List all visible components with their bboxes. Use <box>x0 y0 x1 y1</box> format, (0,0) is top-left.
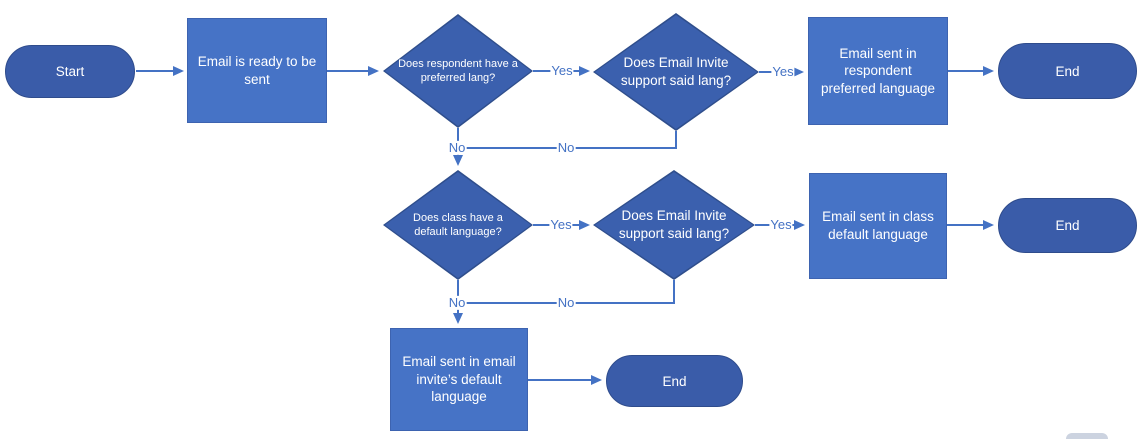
node-end-1-label: End <box>1055 63 1080 79</box>
flowchart-node-end-1: End <box>998 43 1137 99</box>
edge-label-no-invite-support-1: No <box>556 139 576 156</box>
edge-label-no-class-default: No <box>447 294 467 311</box>
connector-invite-support1-no <box>460 131 677 149</box>
connector-invite-support2-no <box>460 280 675 304</box>
node-email-ready-label: Email is ready to be sent <box>197 53 317 87</box>
node-invite-support-lang-2-label: Does Email Invite support said lang? <box>618 208 730 241</box>
flowchart-node-sent-respondent-pref: Email sent in respondent preferred langu… <box>808 17 948 125</box>
edge-label-no-invite-support-2: No <box>556 294 576 311</box>
edge-label-yes-respondent-pref: Yes <box>550 62 574 79</box>
node-sent-respondent-pref-label: Email sent in respondent preferred langu… <box>820 45 936 96</box>
flowchart-node-start: Start <box>5 45 135 98</box>
edge-label-yes-invite-support-2: Yes <box>769 216 793 233</box>
flowchart-node-invite-support-lang-2: Does Email Invite support said lang? <box>593 170 755 280</box>
flowchart-node-email-ready: Email is ready to be sent <box>187 18 327 123</box>
node-end-3-label: End <box>662 373 687 389</box>
node-invite-support-lang-1-label: Does Email Invite support said lang? <box>620 55 732 88</box>
edge-label-no-respondent-pref: No <box>447 139 467 156</box>
edge-label-yes-invite-support-1: Yes <box>771 63 795 80</box>
node-class-default-lang-label: Does class have a default language? <box>413 211 503 238</box>
flowchart-node-end-2: End <box>998 198 1137 253</box>
flowchart-node-class-default-lang: Does class have a default language? <box>383 170 533 280</box>
flowchart-node-end-3: End <box>606 355 743 407</box>
flowchart-node-sent-invite-default: Email sent in email invite’s default lan… <box>390 328 528 431</box>
node-sent-invite-default-label: Email sent in email invite’s default lan… <box>402 354 516 405</box>
node-respondent-pref-lang-label: Does respondent have a preferred lang? <box>398 57 518 84</box>
flowchart-node-sent-class-default: Email sent in class default language <box>809 173 947 279</box>
edge-label-yes-class-default: Yes <box>549 216 573 233</box>
node-end-2-label: End <box>1055 218 1080 233</box>
partially-visible-control[interactable] <box>1066 433 1108 439</box>
node-sent-class-default-label: Email sent in class default language <box>822 209 934 242</box>
flowchart-node-respondent-pref-lang: Does respondent have a preferred lang? <box>383 14 533 128</box>
node-start-label: Start <box>55 64 85 79</box>
flowchart-node-invite-support-lang-1: Does Email Invite support said lang? <box>593 13 759 131</box>
